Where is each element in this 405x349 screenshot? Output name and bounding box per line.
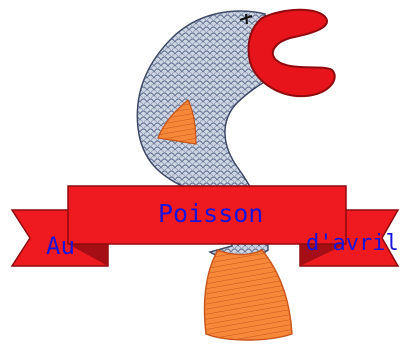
banner-left-text: Au: [46, 232, 75, 260]
banner-center: [67, 185, 347, 245]
banner-right-text: d'avril: [306, 231, 399, 256]
fish-eye: [239, 13, 253, 25]
fish-icon: [136, 8, 336, 341]
tail-fin: [203, 249, 293, 341]
banner-center-text: Poisson: [158, 199, 263, 228]
fish-mouth: [247, 8, 336, 98]
side-fin: [157, 99, 197, 145]
banner: Au Poisson d'avril: [10, 185, 400, 267]
